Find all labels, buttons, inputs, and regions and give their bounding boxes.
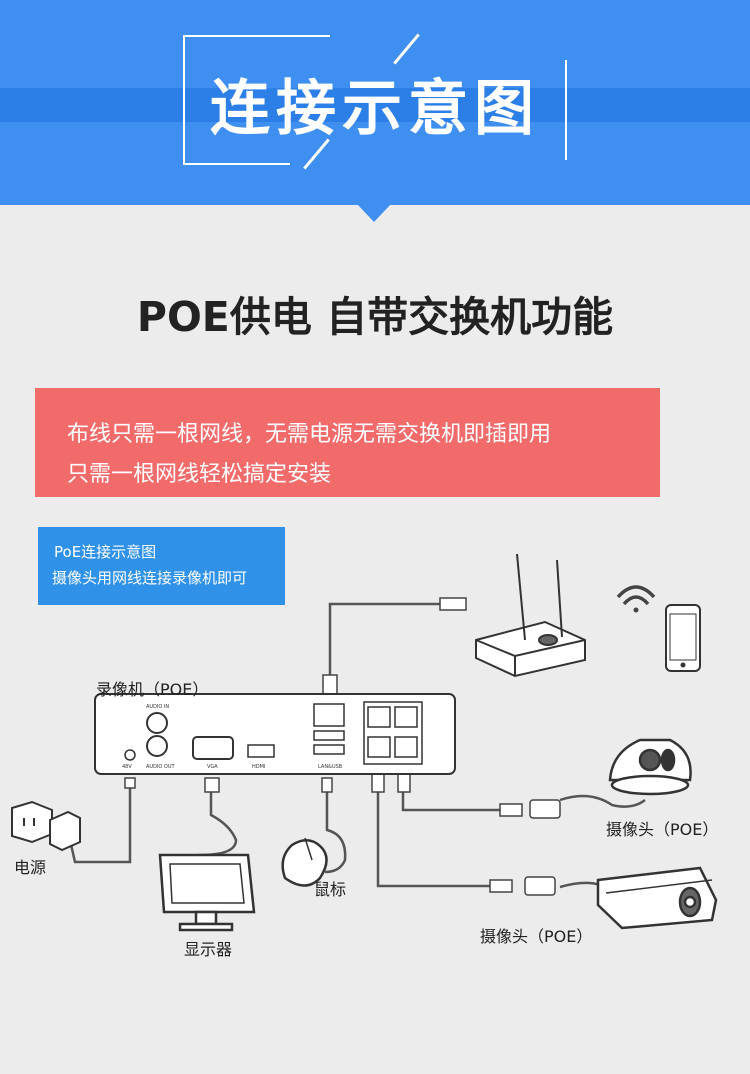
audio-out-label: AUDIO OUT	[146, 764, 176, 770]
phone-icon	[665, 604, 701, 672]
dc-plug	[124, 777, 136, 789]
vga-plug	[204, 777, 220, 793]
audio-out-port	[146, 735, 168, 757]
power-adapter-icon	[11, 800, 81, 852]
info-box	[38, 527, 285, 605]
hdmi-port	[247, 744, 275, 758]
power-cable	[68, 785, 132, 864]
router-icon	[475, 553, 586, 678]
dome-camera-lead	[559, 794, 646, 808]
wifi-icon	[616, 585, 656, 613]
dome-junction	[529, 799, 561, 819]
info-line-1: PoE连接示意图	[54, 543, 157, 561]
connection-diagram: AUDIO IN AUDIO OUT 48V VGA HDMI LAN&USB	[11, 553, 718, 932]
poe-port-group	[363, 701, 423, 765]
vga-cable	[198, 790, 238, 860]
hdmi-label: HDMI	[252, 764, 265, 770]
lan-port	[313, 703, 345, 727]
mouse-cable	[324, 790, 347, 874]
nvr-device: AUDIO IN AUDIO OUT 48V VGA HDMI LAN&USB	[94, 693, 456, 775]
rj45-plug-nvr-top	[322, 674, 338, 696]
banner-stripe	[0, 88, 750, 122]
header-banner: 连接示意图	[0, 0, 750, 205]
power-label: 电源	[14, 858, 47, 877]
mouse-icon	[281, 837, 328, 887]
highlight-box	[35, 388, 660, 497]
page-title: 连接示意图	[210, 74, 540, 144]
lan-usb-label: LAN&USB	[318, 764, 343, 770]
bullet-camera-icon	[596, 866, 718, 930]
router-cable	[328, 602, 440, 688]
headline: POE供电 自带交换机功能	[136, 293, 614, 341]
poe-port-1	[367, 706, 391, 728]
dc-port	[124, 749, 136, 761]
usb-port-2	[313, 744, 345, 755]
dc-label: 48V	[122, 764, 132, 770]
poe-port-3	[367, 736, 391, 758]
bullet-camera-lead	[559, 881, 601, 889]
title-frame-bottom	[183, 163, 290, 165]
mouse-label: 鼠标	[314, 880, 347, 899]
bullet-camera-label: 摄像头（POE）	[480, 927, 593, 946]
monitor-label: 显示器	[184, 940, 233, 959]
nvr-label: 录像机（POE）	[96, 680, 209, 699]
title-frame-left	[183, 35, 185, 165]
title-frame-top	[183, 35, 330, 37]
dome-camera-label: 摄像头（POE）	[606, 820, 719, 839]
rj45-plug-dome	[499, 803, 523, 817]
rj45-plug-router	[439, 597, 467, 611]
banner-notch	[357, 204, 391, 222]
poe-port-4	[394, 736, 418, 758]
title-frame-right	[565, 60, 567, 160]
highlight-line-2: 只需一根网线轻松搞定安装	[67, 462, 332, 487]
dome-camera-cable	[401, 775, 500, 812]
monitor-icon	[158, 853, 256, 932]
dome-camera-icon	[608, 738, 692, 796]
poe-port-2	[394, 706, 418, 728]
usb-plug	[321, 777, 333, 793]
vga-label: VGA	[207, 764, 218, 770]
bullet-camera-cable	[376, 775, 490, 888]
audio-in-label: AUDIO IN	[146, 704, 169, 710]
vga-port	[192, 736, 234, 760]
audio-in-port	[146, 712, 168, 734]
usb-port-1	[313, 730, 345, 741]
info-line-2: 摄像头用网线连接录像机即可	[52, 569, 248, 587]
rj45-plug-bullet	[489, 879, 513, 893]
highlight-line-1: 布线只需一根网线，无需电源无需交换机即插即用	[67, 422, 552, 447]
bullet-junction	[524, 876, 556, 896]
